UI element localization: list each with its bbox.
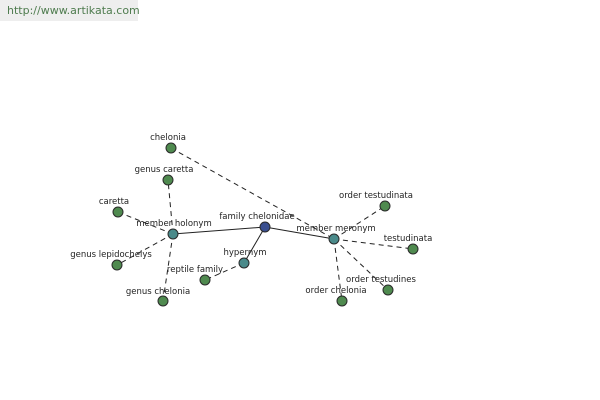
edge-meronym-order-chelonia <box>333 238 343 302</box>
node-chelonia[interactable] <box>165 142 177 154</box>
node-order-testudinata[interactable] <box>379 200 391 212</box>
label-chelonia: chelonia <box>150 133 186 143</box>
edge-chelonia-meronym <box>170 147 335 240</box>
edge-holonym-genus-chelonia <box>162 233 174 302</box>
node-reptile-family[interactable] <box>199 274 211 286</box>
label-member-holonym: member holonym <box>136 219 211 229</box>
node-genus-chelonia[interactable] <box>157 295 169 307</box>
label-family-chelonidae: family chelonidae <box>219 212 294 222</box>
url-bar: http://www.artikata.com <box>0 0 140 21</box>
label-reptile-family: reptile family <box>167 265 223 275</box>
label-order-chelonia: order chelonia <box>305 286 366 296</box>
edge-meronym-testudinata <box>333 238 414 250</box>
node-hypernym[interactable] <box>238 257 250 269</box>
edge-holonym-genus-lepidochelys <box>116 233 174 266</box>
edge-center-holonym <box>172 226 266 235</box>
label-genus-lepidochelys: genus lepidochelys <box>70 250 152 260</box>
label-testudinata: testudinata <box>384 234 433 244</box>
label-order-testudinata: order testudinata <box>339 191 413 201</box>
node-member-meronym[interactable] <box>328 233 340 245</box>
edge-meronym-order-testudines <box>333 238 389 291</box>
edge-hypernym-reptile-family <box>204 262 245 281</box>
edge-center-hypernym <box>243 226 266 264</box>
edge-holonym-genus-caretta <box>167 179 174 235</box>
site-url-link[interactable]: http://www.artikata.com <box>7 4 140 17</box>
node-order-chelonia[interactable] <box>336 295 348 307</box>
node-genus-lepidochelys[interactable] <box>111 259 123 271</box>
edge-center-meronym <box>264 226 335 240</box>
node-caretta[interactable] <box>112 206 124 218</box>
label-member-meronym: member meronym <box>296 224 375 234</box>
edge-holonym-caretta <box>117 211 174 235</box>
node-testudinata[interactable] <box>407 243 419 255</box>
node-member-holonym[interactable] <box>167 228 179 240</box>
node-genus-caretta[interactable] <box>162 174 174 186</box>
nodes-layer <box>111 142 419 307</box>
labels-layer: chelonia genus caretta caretta member ho… <box>70 133 432 297</box>
node-order-testudines[interactable] <box>382 284 394 296</box>
label-genus-chelonia: genus chelonia <box>126 287 190 297</box>
label-genus-caretta: genus caretta <box>135 165 194 175</box>
label-order-testudines: order testudines <box>346 275 416 285</box>
edges-layer <box>116 147 414 302</box>
label-hypernym: hypernym <box>223 248 266 258</box>
edge-meronym-order-testudinata <box>333 205 386 240</box>
label-caretta: caretta <box>99 197 129 207</box>
node-family-chelonidae[interactable] <box>259 221 271 233</box>
